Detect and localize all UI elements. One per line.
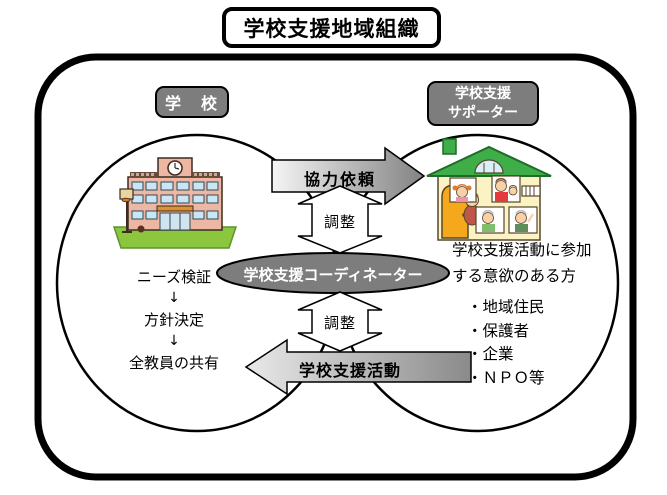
chimney bbox=[442, 138, 457, 155]
support-activity-label: 学校支援活動 bbox=[298, 361, 401, 380]
diagram-title: 学校支援地域組織 bbox=[222, 7, 441, 48]
supporter-label: 学校支援 サポーター bbox=[427, 81, 539, 126]
process-step-share: 全教員の共有 bbox=[128, 354, 219, 372]
adjust-lower-double-arrow bbox=[297, 291, 383, 352]
cooperation-request-label: 協力依頼 bbox=[303, 170, 376, 189]
support-activity-arrow bbox=[244, 338, 472, 396]
diagram-title-text: 学校支援地域組織 bbox=[243, 16, 420, 41]
school-label: 学 校 bbox=[155, 86, 229, 118]
down-arrow-icon: ↓ bbox=[168, 290, 180, 306]
supporter-label-line1: 学校支援 bbox=[455, 85, 511, 102]
ball-icon bbox=[137, 225, 145, 233]
school-process-list: ニーズ検証 ↓ 方針決定 ↓ 全教員の共有 bbox=[108, 266, 240, 373]
entrance-doors bbox=[159, 212, 191, 231]
supporter-item-list: ・地域住民 ・保護者 ・企業 ・ＮＰＯ等 bbox=[452, 296, 612, 390]
outer-border bbox=[34, 53, 637, 481]
coordinator-label: 学校支援コーディネーター bbox=[243, 266, 423, 284]
house-with-people-icon bbox=[426, 138, 552, 241]
adjust-lower-label: 調整 bbox=[323, 314, 356, 332]
window-girl bbox=[449, 177, 477, 203]
supporter-info: 学校支援活動に参加 する意欲のある方 ・地域住民 ・保護者 ・企業 ・ＮＰＯ等 bbox=[452, 237, 612, 390]
cooperation-request-arrow bbox=[271, 146, 426, 206]
supporter-item-guardians: ・保護者 bbox=[467, 321, 530, 340]
supporter-item-companies: ・企業 bbox=[467, 345, 514, 363]
supporter-heading-line1: 学校支援活動に参加 bbox=[452, 241, 592, 259]
down-arrow-icon: ↓ bbox=[168, 333, 180, 349]
window-grandpa bbox=[508, 206, 538, 234]
school-label-text: 学 校 bbox=[164, 94, 219, 113]
supporter-label-line2: サポーター bbox=[448, 104, 518, 121]
adjust-upper-label: 調整 bbox=[323, 213, 356, 231]
supporter-heading-line2: する意欲のある方 bbox=[452, 267, 577, 285]
clock-hands bbox=[174, 163, 180, 170]
window-mother-baby bbox=[491, 175, 521, 203]
supporter-item-npo: ・ＮＰＯ等 bbox=[467, 368, 545, 387]
arched-window bbox=[474, 159, 504, 174]
coordinator-ellipse bbox=[216, 252, 450, 294]
school-windows bbox=[131, 181, 219, 220]
entrance-awning bbox=[156, 205, 194, 212]
process-step-policy: 方針決定 bbox=[143, 311, 204, 329]
school-building-icon bbox=[112, 157, 238, 249]
arched-window-mullions bbox=[483, 163, 495, 173]
basketball-hoop-icon bbox=[119, 188, 145, 233]
supporter-item-residents: ・地域住民 bbox=[467, 298, 545, 316]
entrance-door-lines bbox=[169, 213, 181, 230]
parapet-dentils bbox=[130, 172, 220, 177]
process-step-needs: ニーズ検証 bbox=[136, 268, 212, 286]
balcony-rail bbox=[521, 185, 541, 197]
window-grandma bbox=[475, 206, 505, 234]
